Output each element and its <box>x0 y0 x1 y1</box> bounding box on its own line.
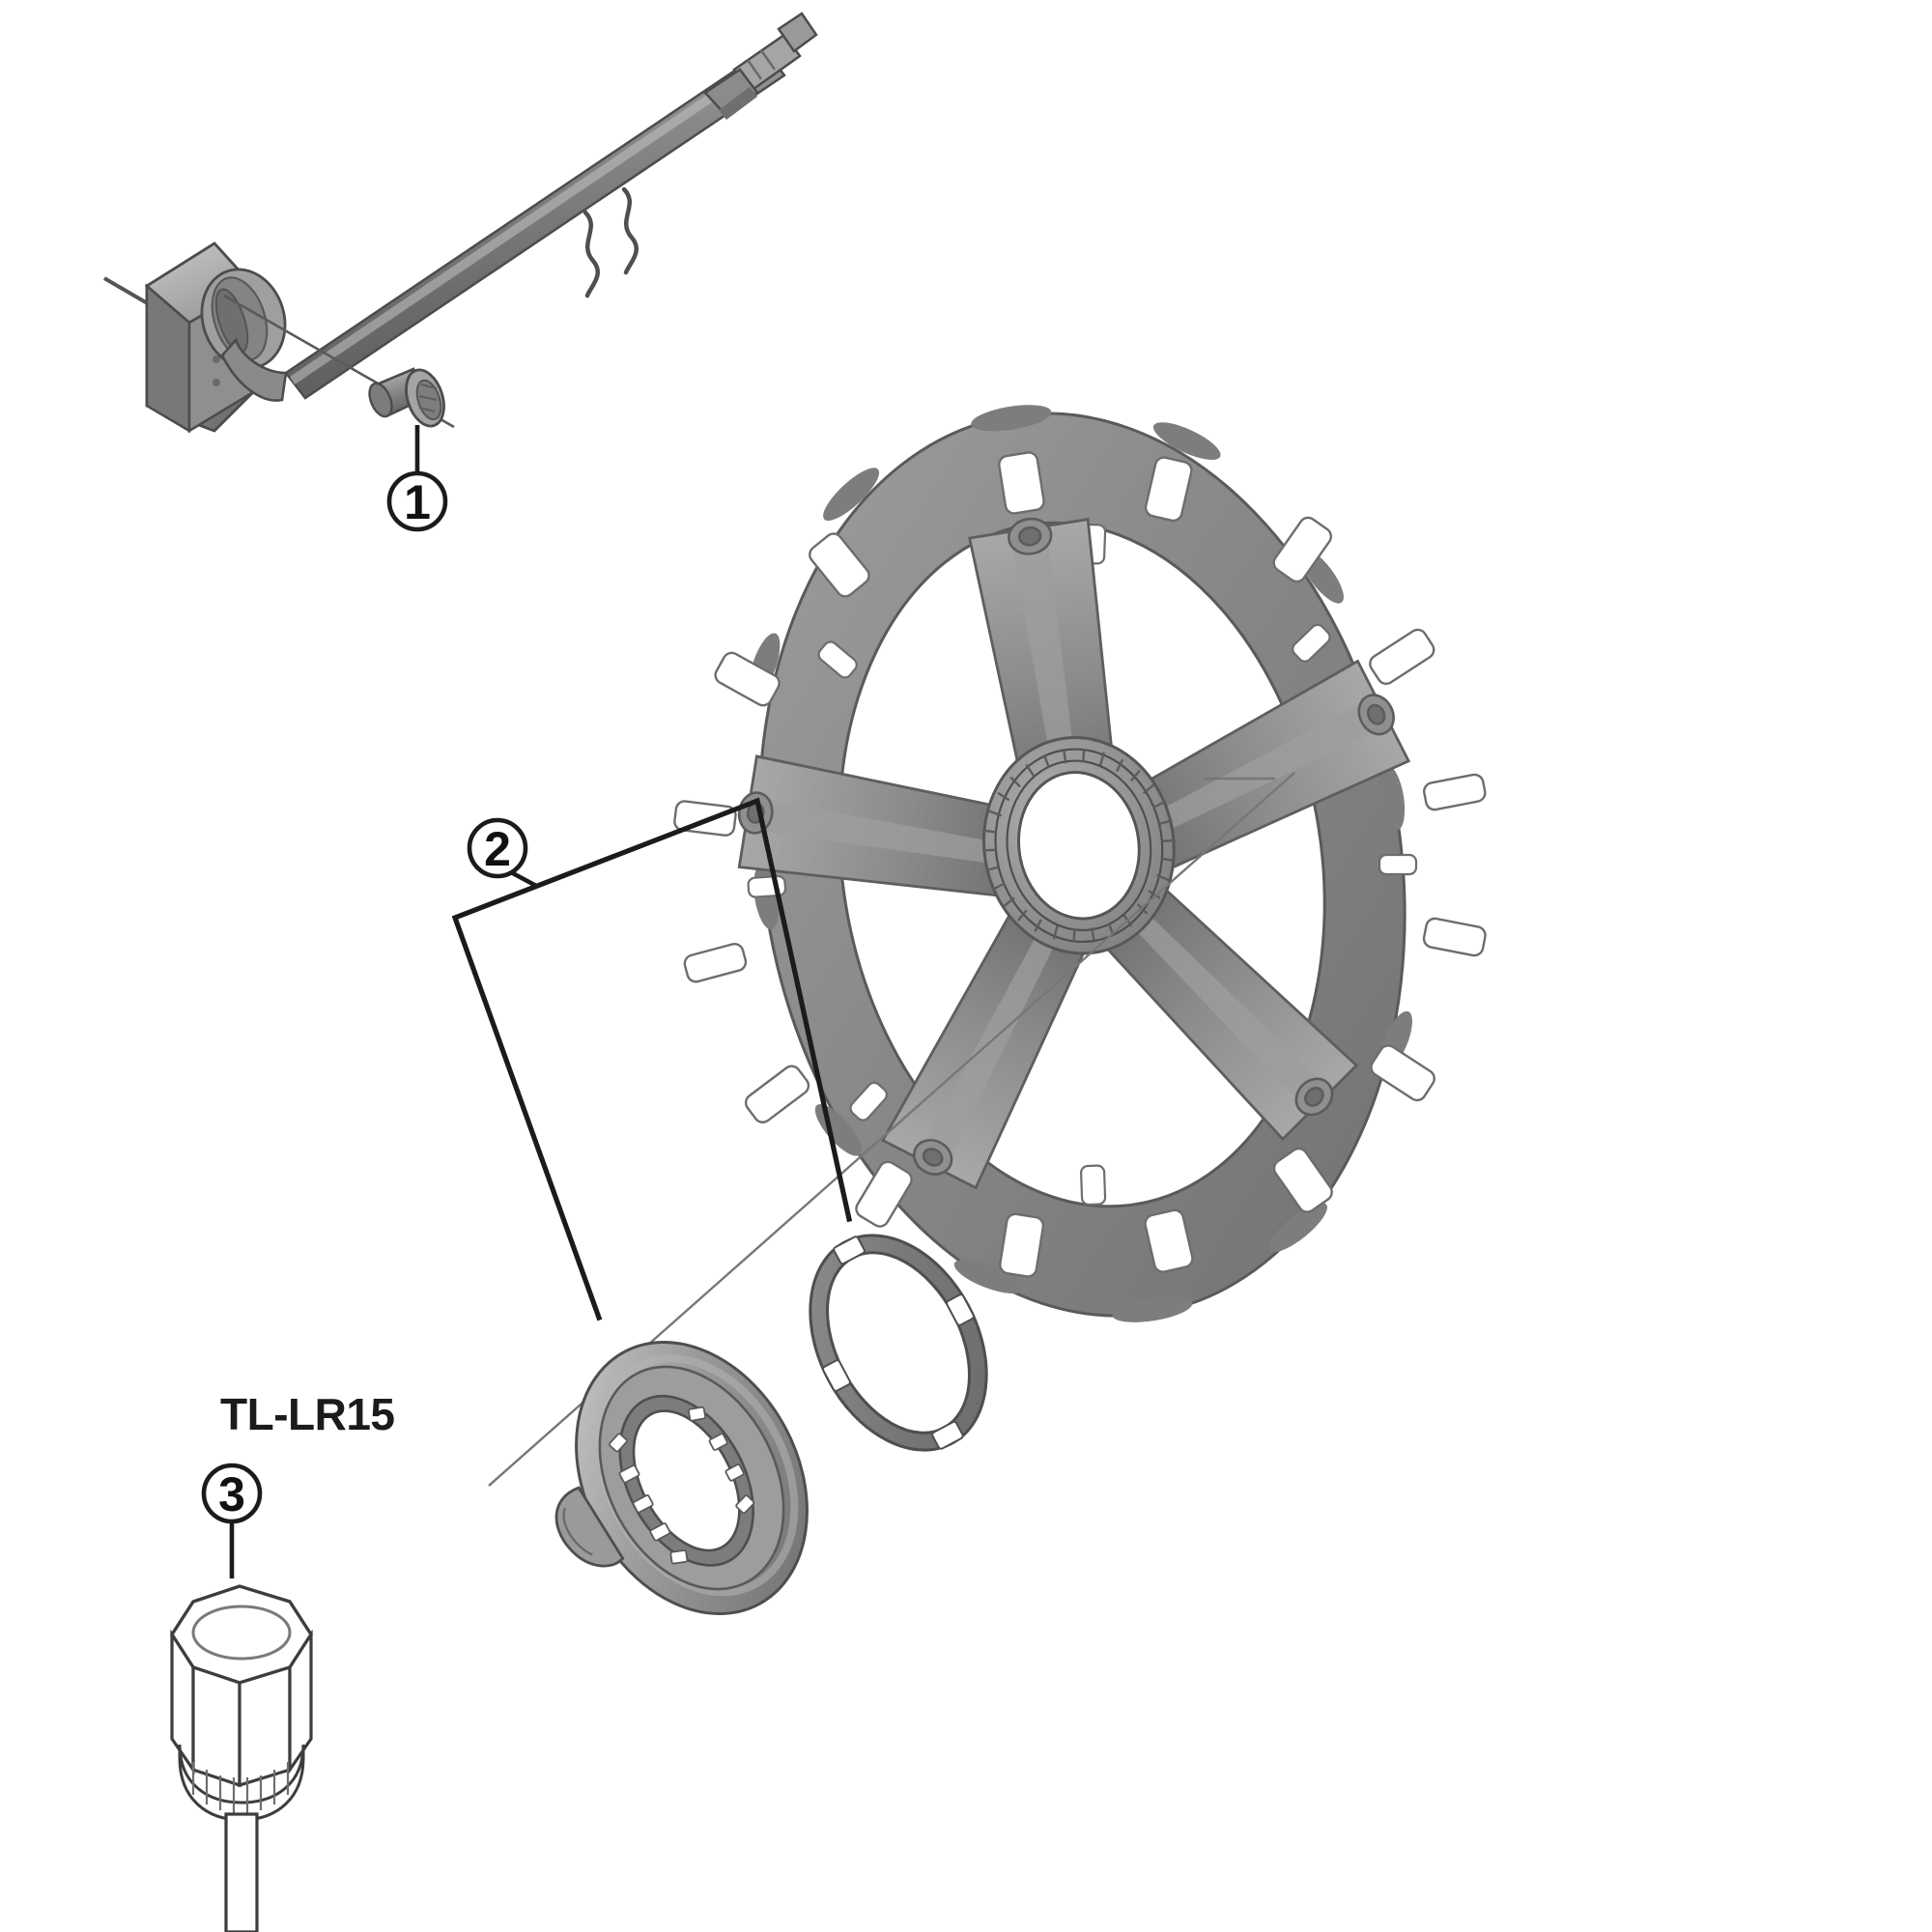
axle-collar <box>703 68 759 118</box>
center-lock-lockring <box>554 1340 809 1616</box>
callout-1-circle <box>386 470 448 532</box>
tool-code-label: TL-LR15 <box>220 1389 395 1439</box>
callout-2[interactable]: 2 <box>467 817 540 890</box>
callout-3-circle <box>201 1463 263 1524</box>
thru-axle-lever <box>144 242 455 434</box>
tool-knurled-collar <box>178 1744 305 1822</box>
callout-2-circle <box>467 817 528 879</box>
callout-1-number: 1 <box>404 475 431 529</box>
rotor-center-lock-hub <box>981 736 1176 955</box>
callout-2-leader <box>509 869 540 890</box>
callout-1[interactable]: 1 <box>386 425 448 532</box>
tool-bore <box>191 1605 292 1661</box>
callout-3[interactable]: 3 <box>201 1463 263 1578</box>
axle-threaded-tip <box>732 12 818 94</box>
rotor-slots <box>673 451 1487 1278</box>
callouts-layer: 1 2 3 <box>201 425 540 1578</box>
tl-lr15-tool <box>169 1584 314 1932</box>
callout-2-number: 2 <box>484 822 511 876</box>
callout-3-number: 3 <box>218 1467 245 1521</box>
rotor-fixing-bolt <box>368 367 445 428</box>
lockring-washer <box>809 1234 988 1452</box>
shaft-break-marks <box>582 186 639 298</box>
lever-pivot-knuckle <box>200 268 288 402</box>
lockring-tool-lug <box>554 1486 625 1568</box>
thru-axle-assembly <box>102 12 818 434</box>
callout-2-bracket <box>451 797 853 1321</box>
thru-axle-shaft <box>284 12 818 400</box>
tool-shank <box>224 1812 259 1932</box>
disc-brake-rotor <box>673 405 1487 1322</box>
